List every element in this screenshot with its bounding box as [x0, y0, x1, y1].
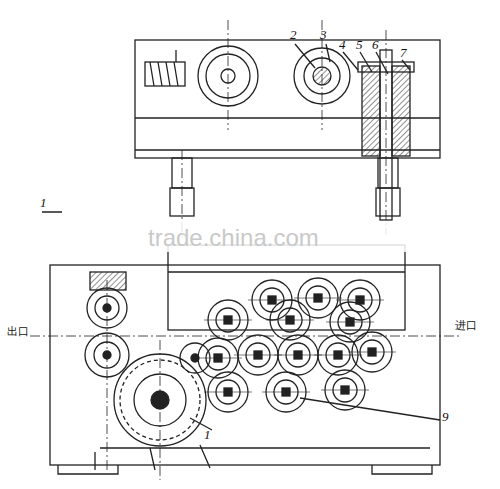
- port-label: 进口: [454, 320, 478, 331]
- callout-number: 4: [339, 38, 346, 51]
- callout-number: 2: [290, 28, 297, 41]
- callout-number: 3: [320, 28, 327, 41]
- watermark: trade.china.com: [148, 226, 319, 250]
- port-label: 出口: [6, 326, 30, 337]
- callout-number: 7: [400, 46, 407, 59]
- callout-number: 1: [204, 428, 211, 441]
- callout-number: 9: [442, 410, 449, 423]
- callout-number: 1: [40, 196, 47, 209]
- callout-number: 6: [372, 38, 379, 51]
- callout-number: 5: [356, 38, 363, 51]
